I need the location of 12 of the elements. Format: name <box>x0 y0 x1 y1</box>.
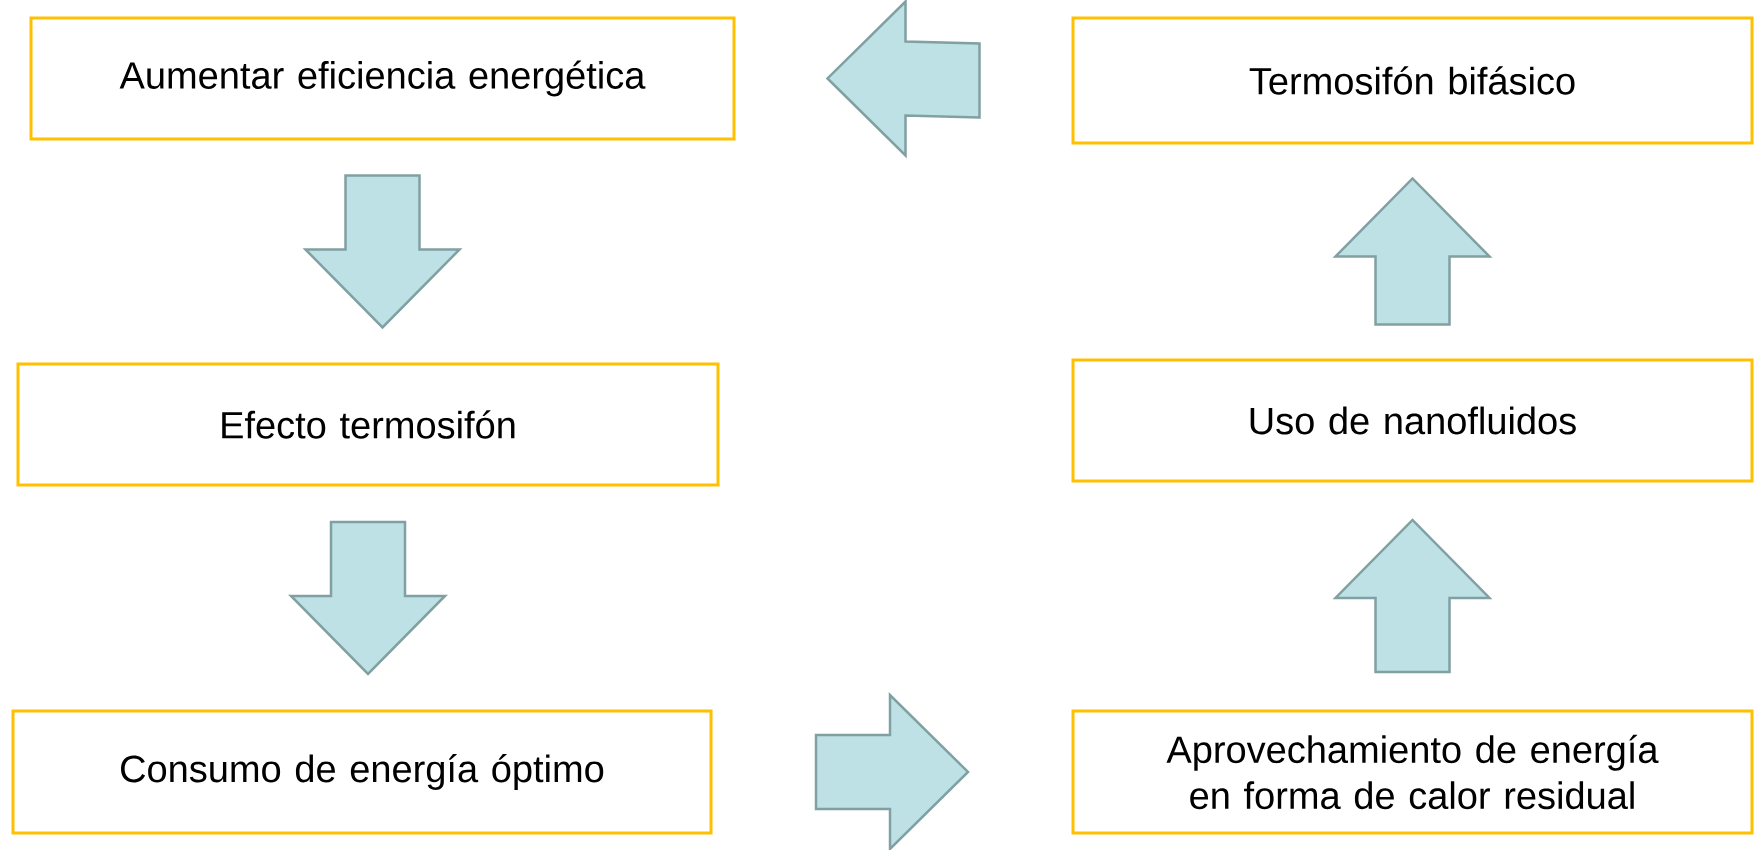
block-arrow <box>1332 176 1493 326</box>
process-box: Aprovechamiento de energía en forma de calor residual <box>1071 709 1754 835</box>
process-box: Termosifón bifásico <box>1071 16 1754 145</box>
process-box: Consumo de energía óptimo <box>11 709 713 835</box>
block-arrow <box>825 0 981 159</box>
block-arrow <box>814 692 970 850</box>
process-box: Efecto termosifón <box>16 362 720 487</box>
process-box: Aumentar eficiencia energética <box>29 16 736 141</box>
process-box: Uso de nanofluidos <box>1071 358 1754 483</box>
block-arrow <box>302 174 463 330</box>
block-arrow <box>288 520 448 676</box>
block-arrow <box>1332 518 1493 674</box>
